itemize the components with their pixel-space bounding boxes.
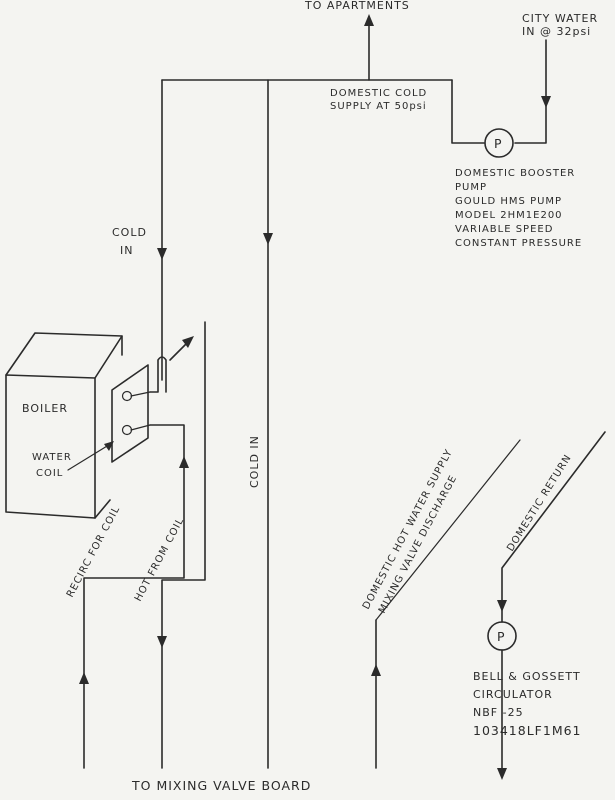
svg-text:SUPPLY AT 50psi: SUPPLY AT 50psi — [330, 101, 427, 112]
cold-in-vertical-label: COLD IN — [248, 435, 261, 488]
city-water-label: CITY WATER IN @ 32psi — [522, 12, 598, 38]
hot-from-coil-line — [157, 321, 206, 769]
cold-in-main-line — [263, 79, 273, 769]
svg-text:CIRCULATOR: CIRCULATOR — [473, 688, 553, 701]
svg-text:CITY WATER: CITY WATER — [522, 12, 598, 25]
svg-text:NBF -25: NBF -25 — [473, 706, 524, 719]
svg-text:DOMESTIC COLD: DOMESTIC COLD — [330, 88, 427, 99]
svg-text:CONSTANT PRESSURE: CONSTANT PRESSURE — [455, 238, 582, 249]
recirc-for-coil-line — [79, 424, 189, 769]
water-coil-label: WATER COIL — [32, 441, 114, 479]
svg-text:WATER: WATER — [32, 452, 72, 463]
coil-cold-connection — [149, 356, 167, 393]
cold-in-to-boiler-line — [157, 79, 167, 381]
svg-text:COIL: COIL — [36, 468, 63, 479]
main-cold-supply-header — [161, 14, 485, 144]
hot-from-coil-label: HOT FROM COIL — [133, 516, 187, 604]
boiler — [5, 332, 123, 519]
circulator-pump-symbol: P — [487, 621, 517, 651]
svg-text:DOMESTIC BOOSTER: DOMESTIC BOOSTER — [455, 168, 575, 179]
hot-water-supply-line — [371, 439, 521, 769]
domestic-return-label: DOMESTIC RETURN — [505, 453, 574, 554]
svg-text:IN: IN — [120, 244, 133, 257]
svg-text:PUMP: PUMP — [455, 182, 487, 193]
booster-pump-symbol: P — [484, 128, 514, 158]
hot-water-supply-label: DOMESTIC HOT WATER SUPPLY MIXING VALVE D… — [361, 447, 459, 615]
circulator-label: BELL & GOSSETT CIRCULATOR NBF -25 103418… — [473, 670, 582, 738]
svg-text:GOULD HMS PUMP: GOULD HMS PUMP — [455, 196, 562, 207]
svg-text:P: P — [494, 136, 503, 151]
domestic-cold-supply-label: DOMESTIC COLD SUPPLY AT 50psi — [330, 88, 427, 112]
cold-in-left-label: COLD IN — [112, 226, 147, 257]
svg-text:BELL & GOSSETT: BELL & GOSSETT — [473, 670, 581, 683]
svg-text:IN @ 32psi: IN @ 32psi — [522, 25, 591, 38]
to-mixing-valve-board-label: TO MIXING VALVE BOARD — [131, 778, 311, 793]
svg-text:COLD: COLD — [112, 226, 147, 239]
svg-text:BOILER: BOILER — [22, 402, 68, 415]
svg-text:HOT FROM COIL: HOT FROM COIL — [133, 516, 187, 604]
svg-text:VARIABLE SPEED: VARIABLE SPEED — [455, 224, 553, 235]
svg-text:DOMESTIC HOT WATER SUPPLY: DOMESTIC HOT WATER SUPPLY — [361, 447, 455, 611]
svg-text:TO MIXING VALVE BOARD: TO MIXING VALVE BOARD — [131, 778, 311, 793]
svg-text:MODEL 2HM1E200: MODEL 2HM1E200 — [455, 210, 563, 221]
svg-text:MIXING VALVE DISCHARGE: MIXING VALVE DISCHARGE — [377, 473, 459, 615]
svg-text:COLD IN: COLD IN — [248, 435, 261, 488]
boiler-label: BOILER — [22, 402, 68, 415]
city-water-line — [514, 39, 551, 144]
water-coil-housing — [111, 364, 151, 463]
svg-text:103418LF1M61: 103418LF1M61 — [473, 723, 582, 738]
svg-text:P: P — [497, 629, 506, 644]
domestic-return-line — [497, 431, 606, 780]
svg-text:TO APARTMENTS: TO APARTMENTS — [304, 0, 410, 12]
booster-pump-label: DOMESTIC BOOSTER PUMP GOULD HMS PUMP MOD… — [455, 168, 582, 249]
to-apartments-label: TO APARTMENTS — [304, 0, 410, 12]
svg-text:DOMESTIC RETURN: DOMESTIC RETURN — [505, 453, 574, 554]
